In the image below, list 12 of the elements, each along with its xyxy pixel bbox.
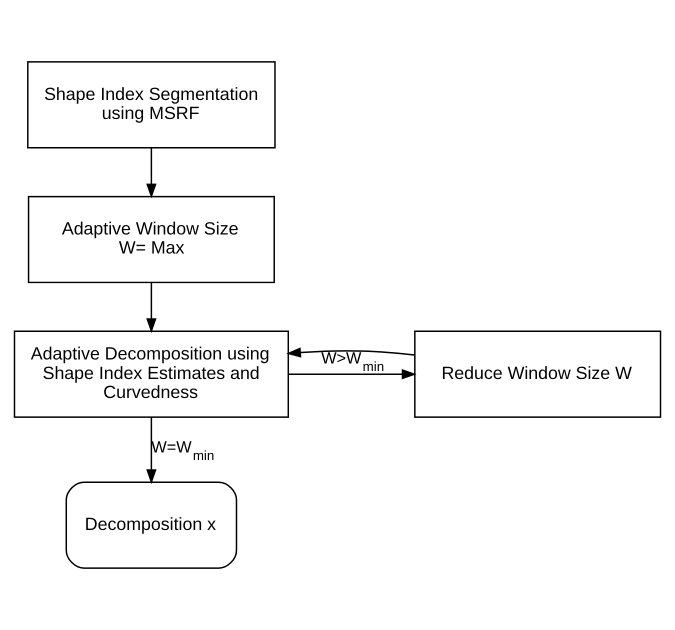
- edge-label: W>W$_{min}$: [321, 350, 384, 374]
- node-box: Adaptive Window Size W= Max: [28, 196, 275, 284]
- node-box: Decomposition x: [66, 482, 238, 569]
- arrow: [288, 369, 417, 380]
- arrow: [146, 282, 157, 334]
- arrow: [146, 148, 157, 198]
- node-box: Reduce Window Size W: [414, 330, 662, 418]
- node-box: Adaptive Decomposition using Shape Index Estimates and Curvedness: [14, 330, 290, 418]
- node-box: Shape Index Segmentation using MSRF: [27, 61, 276, 148]
- arrow: [146, 417, 157, 484]
- arrow: [286, 347, 415, 358]
- edge-label: W=W$_{min}$: [151, 438, 214, 463]
